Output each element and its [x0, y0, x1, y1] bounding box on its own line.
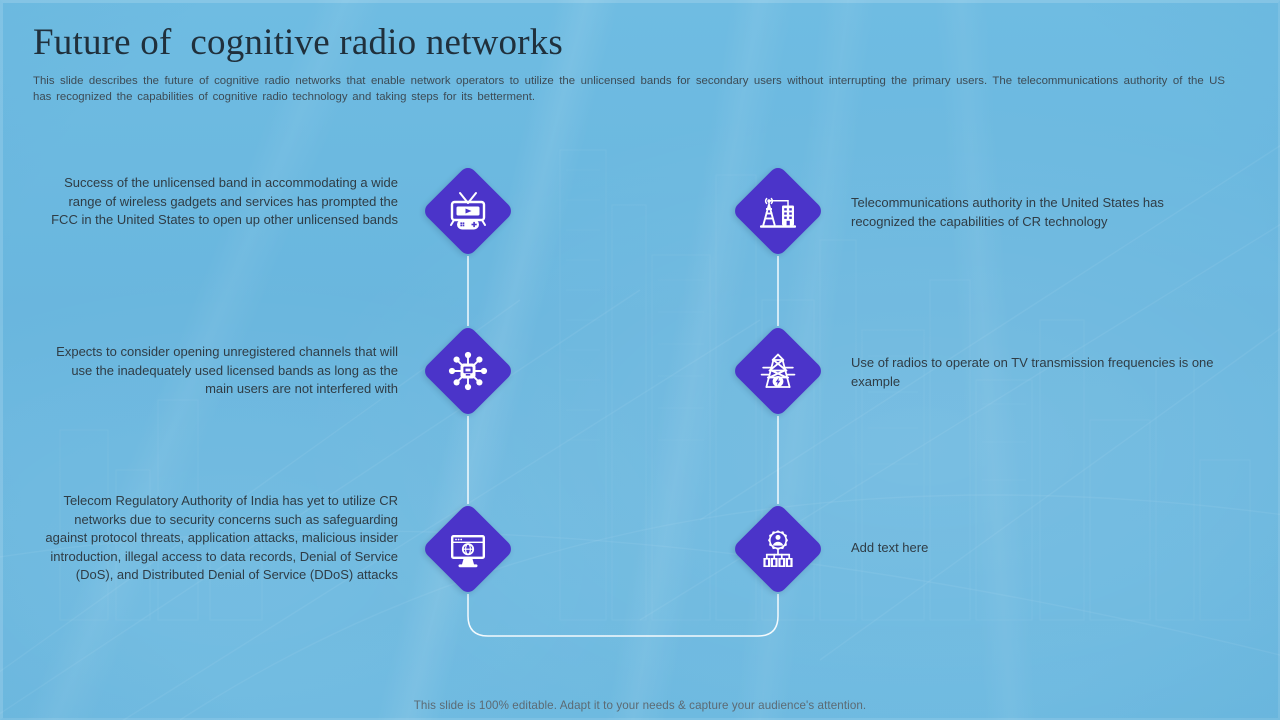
editable-note: This slide is 100% editable. Adapt it to…	[413, 699, 867, 712]
node-3-text: Telecom Regulatory Authority of India ha…	[45, 493, 398, 583]
node-1[interactable]	[421, 164, 515, 258]
node-6-text: Add text here	[851, 540, 929, 555]
tv-gamepad-icon	[422, 165, 514, 257]
node-2[interactable]	[421, 324, 515, 418]
network-hub-icon	[422, 325, 514, 417]
node-5-text: Use of radios to operate on TV transmiss…	[851, 355, 1214, 389]
node-3[interactable]	[421, 502, 515, 596]
monitor-globe-icon	[422, 503, 514, 595]
radio-tower-building-icon	[732, 165, 824, 257]
node-6[interactable]	[731, 502, 825, 596]
node-4-text: Telecommunications authority in the Unit…	[851, 195, 1164, 229]
connector-bottom-u-link	[467, 594, 779, 637]
node-1-text: Success of the unlicensed band in accomm…	[51, 175, 398, 228]
slide-header: Future of cognitive radio networks This …	[33, 20, 1228, 106]
node-4[interactable]	[731, 164, 825, 258]
org-hierarchy-icon	[732, 503, 824, 595]
slide-subtitle: This slide describes the future of cogni…	[33, 75, 1225, 104]
page-title: Future of cognitive radio networks	[33, 22, 564, 63]
power-pylon-icon	[732, 325, 824, 417]
node-2-text: Expects to consider opening unregistered…	[56, 344, 398, 397]
node-5[interactable]	[731, 324, 825, 418]
